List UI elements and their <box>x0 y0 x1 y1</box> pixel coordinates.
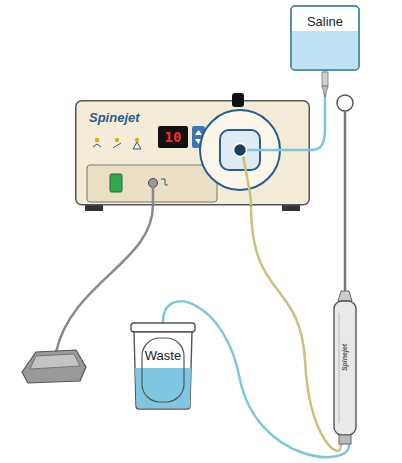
handpiece-shape <box>330 95 360 445</box>
waste-container: Waste <box>130 322 196 410</box>
brand-logo: Spinejet <box>89 110 140 125</box>
handpiece: Spinejet <box>330 95 360 445</box>
handpiece-logo: Spinejet <box>341 343 348 370</box>
footswitch <box>22 350 86 383</box>
console: Spinejet 10 <box>75 100 310 205</box>
saline-bag: Saline <box>290 5 360 71</box>
footswitch-pedal <box>30 354 80 369</box>
waste-container-shape <box>130 322 196 410</box>
container-label: Waste <box>145 348 181 363</box>
bag-label: Saline <box>307 14 343 29</box>
tube <box>251 205 341 451</box>
bag-spike-tip <box>322 86 328 97</box>
display-value: 10 <box>165 129 182 145</box>
bag-spike <box>322 72 328 86</box>
